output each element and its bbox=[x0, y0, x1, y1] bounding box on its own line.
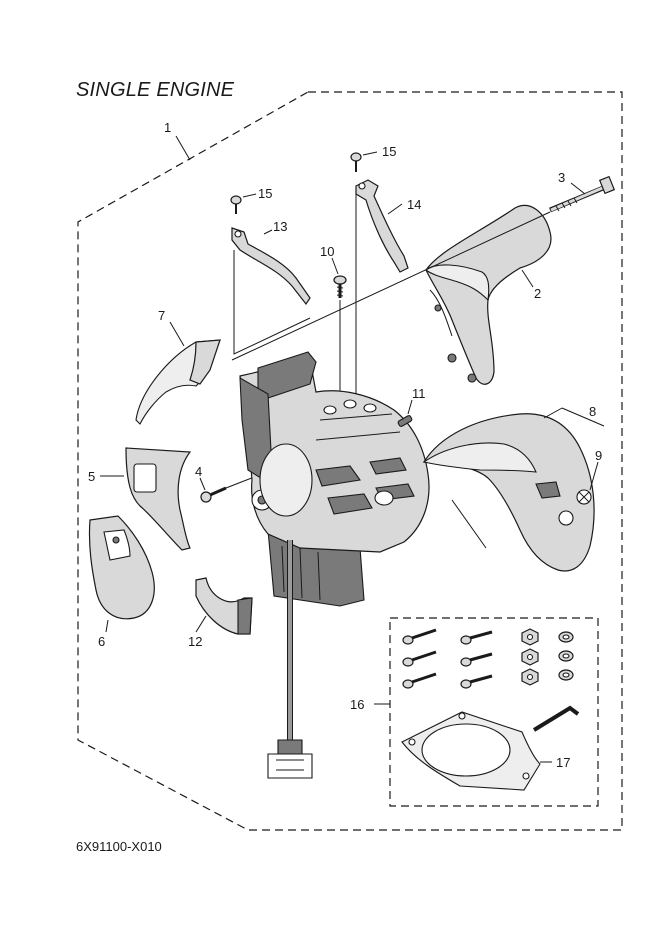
leader-4 bbox=[199, 477, 206, 491]
part-7-cover bbox=[135, 339, 221, 425]
callout-14: 14 bbox=[407, 197, 421, 212]
kit-screw-mid3 bbox=[460, 674, 493, 689]
callout-3: 3 bbox=[558, 170, 565, 185]
leader-13 bbox=[263, 229, 273, 235]
leader-3 bbox=[570, 182, 586, 195]
kit-screw-mid2 bbox=[460, 652, 493, 667]
leader-14 bbox=[387, 203, 403, 215]
callout-17: 17 bbox=[556, 755, 570, 770]
callout-4: 4 bbox=[195, 464, 202, 479]
diagram-code: 6X91100-X010 bbox=[76, 839, 162, 854]
callout-8: 8 bbox=[589, 404, 596, 419]
leader-7 bbox=[169, 321, 185, 347]
part-5-side-cover bbox=[125, 447, 192, 551]
kit-boundary bbox=[77, 91, 623, 831]
part-6-grip bbox=[88, 515, 155, 620]
part-3-bolt bbox=[549, 175, 616, 213]
kit-nuts bbox=[521, 628, 539, 686]
callout-6: 6 bbox=[98, 634, 105, 649]
leader-15a bbox=[242, 193, 257, 198]
main-control-body bbox=[239, 351, 430, 607]
part-15-screw-a bbox=[230, 195, 242, 214]
leader-8a bbox=[561, 407, 605, 427]
assembly-line-3 bbox=[231, 211, 551, 361]
callout-15b: 15 bbox=[382, 144, 396, 159]
callout-2: 2 bbox=[534, 286, 541, 301]
part-13-lever bbox=[231, 227, 311, 306]
kit-hex-key bbox=[532, 705, 580, 732]
part-2-top-cover bbox=[425, 204, 552, 385]
part-12-bracket bbox=[195, 577, 253, 635]
part-10-screw bbox=[333, 275, 347, 298]
part-14-lever bbox=[355, 179, 409, 273]
leader-2 bbox=[521, 269, 534, 288]
callout-7: 7 bbox=[158, 308, 165, 323]
callout-5: 5 bbox=[88, 469, 95, 484]
cable-assembly bbox=[267, 540, 313, 779]
callout-10: 10 bbox=[320, 244, 334, 259]
hardware-kit-boundary bbox=[389, 617, 599, 807]
leader-9 bbox=[589, 461, 599, 491]
callout-15a: 15 bbox=[258, 186, 272, 201]
part-4-screw bbox=[200, 486, 227, 503]
callout-11: 11 bbox=[412, 386, 426, 401]
part-17-gasket bbox=[401, 711, 541, 791]
leader-6 bbox=[105, 619, 109, 633]
part-11-pin bbox=[397, 415, 413, 427]
kit-screw-mid1 bbox=[460, 630, 493, 645]
kit-washers bbox=[558, 631, 574, 681]
part-9-screw bbox=[576, 489, 592, 505]
leader-12 bbox=[195, 615, 207, 633]
kit-screw-row3 bbox=[402, 672, 437, 689]
kit-screw-row1 bbox=[402, 628, 437, 645]
callout-1: 1 bbox=[164, 120, 171, 135]
leader-15b bbox=[362, 151, 378, 156]
kit-screw-row2 bbox=[402, 650, 437, 667]
part-8-right-cover bbox=[422, 413, 595, 572]
part-16-hardware bbox=[401, 628, 580, 791]
leader-11 bbox=[407, 399, 413, 415]
callout-12: 12 bbox=[188, 634, 202, 649]
assembly-line-8 bbox=[451, 499, 487, 549]
leader-10 bbox=[331, 257, 339, 275]
leader-1 bbox=[175, 135, 191, 161]
assembly-line-13 bbox=[233, 250, 311, 355]
callout-9: 9 bbox=[595, 448, 602, 463]
diagram-title: SINGLE ENGINE bbox=[76, 79, 235, 101]
callout-13: 13 bbox=[273, 219, 287, 234]
leader-8b bbox=[543, 407, 563, 419]
callout-16: 16 bbox=[350, 697, 364, 712]
part-15-screw-b bbox=[350, 152, 362, 172]
